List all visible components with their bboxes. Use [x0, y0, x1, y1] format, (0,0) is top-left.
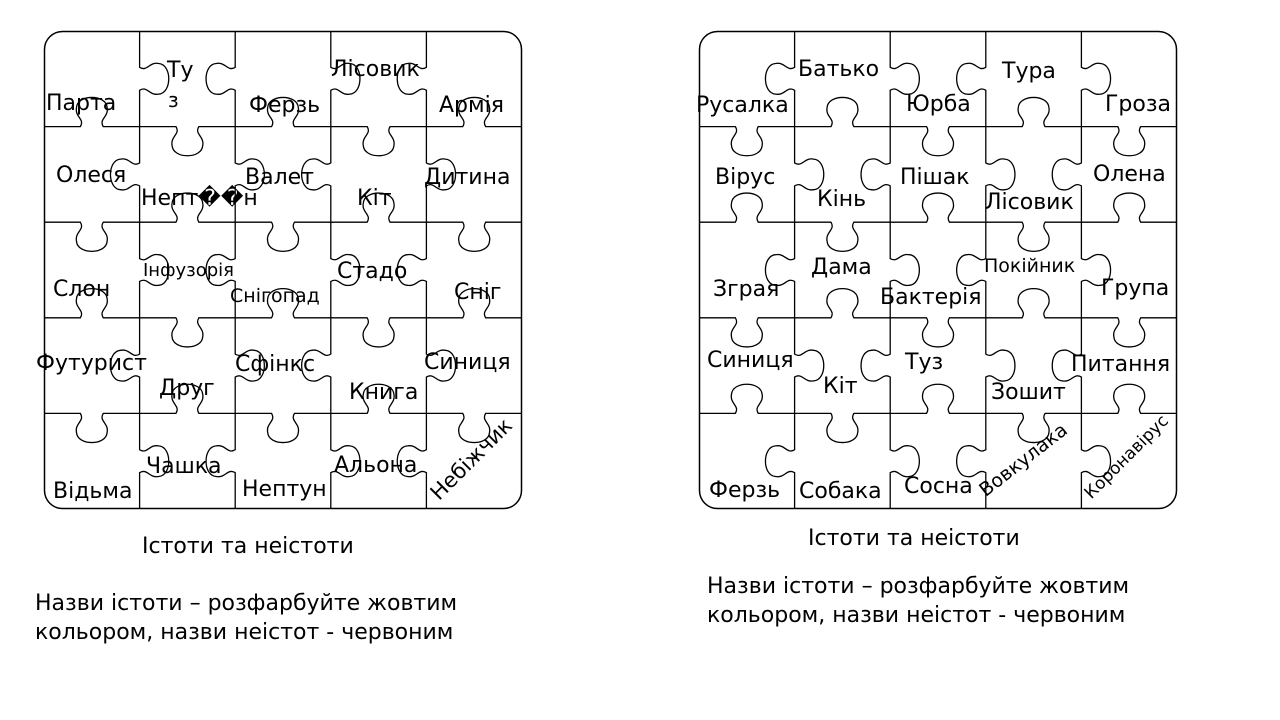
word-tile[interactable]: Парта [46, 91, 117, 116]
word-tile[interactable]: з [168, 88, 179, 112]
word-tile[interactable]: Футурист [36, 351, 147, 376]
word-tile[interactable]: Зошит [991, 380, 1066, 405]
word-tile[interactable]: Кінь [817, 187, 867, 212]
word-tile[interactable]: Чашка [146, 454, 222, 479]
word-tile[interactable]: Друг [159, 376, 215, 401]
word-tile[interactable]: Нептун [242, 477, 327, 502]
word-tile[interactable]: Вірус [715, 165, 776, 190]
right-caption: Істоти та неістоти [808, 526, 1020, 551]
word-tile[interactable]: Ту [167, 58, 194, 83]
right-puzzle: Русалка Батько Юрба Тура Гроза Вірус Кін… [696, 30, 1178, 510]
left-instruction-line-2: кольором, назви неістот - червоним [35, 620, 454, 645]
right-instruction-line-1: Назви істоти – розфарбуйте жовтим [707, 574, 1130, 599]
word-tile[interactable]: Сосна [904, 474, 973, 499]
word-tile[interactable]: Слон [53, 277, 111, 302]
word-tile[interactable]: Собака [799, 479, 882, 504]
word-tile[interactable]: Туз [905, 350, 944, 375]
word-tile[interactable]: Синиця [707, 348, 794, 373]
left-puzzle: Парта Ту з Ферзь Лісовик Армія Олеся Неп… [36, 30, 523, 510]
word-tile[interactable]: Синиця [424, 350, 511, 375]
right-puzzle-grid [698, 30, 1178, 510]
word-tile[interactable]: Олена [1093, 162, 1166, 187]
word-tile[interactable]: Сфінкс [235, 352, 316, 377]
word-tile[interactable]: Бактерія [880, 285, 982, 310]
left-instruction-line-1: Назви істоти – розфарбуйте жовтим [35, 591, 458, 616]
word-tile[interactable]: Юрба [906, 92, 971, 117]
word-tile[interactable]: Ферзь [709, 478, 781, 503]
word-tile[interactable]: Непт��н [141, 186, 258, 211]
word-tile[interactable]: Сніг [454, 280, 502, 305]
left-puzzle-grid [43, 30, 523, 510]
word-tile[interactable]: Пішак [900, 165, 970, 190]
word-tile[interactable]: Стадо [337, 259, 408, 284]
word-tile[interactable]: Лісовик [331, 57, 420, 82]
word-tile[interactable]: Інфузорія [143, 260, 234, 281]
word-tile[interactable]: Снігопад [230, 285, 320, 307]
word-tile[interactable]: Армія [439, 93, 504, 118]
word-tile[interactable]: Ферзь [249, 93, 321, 118]
word-tile[interactable]: Батько [798, 57, 880, 82]
word-tile[interactable]: Зграя [713, 277, 780, 302]
word-tile[interactable]: Відьма [53, 479, 133, 504]
left-caption: Істоти та неістоти [142, 534, 354, 559]
word-tile[interactable]: Група [1101, 276, 1170, 301]
left-instruction: Назви істоти – розфарбуйте жовтим кольор… [35, 589, 457, 647]
word-tile[interactable]: Покійник [984, 255, 1076, 277]
word-tile[interactable]: Кіт [357, 186, 392, 211]
right-instruction-line-2: кольором, назви неістот - червоним [707, 603, 1126, 628]
word-tile[interactable]: Кіт [823, 374, 858, 399]
word-tile[interactable]: Лісовик [985, 190, 1074, 215]
word-tile[interactable]: Книга [349, 380, 419, 405]
word-tile[interactable]: Альона [334, 453, 418, 478]
word-tile[interactable]: Тура [1002, 59, 1056, 84]
word-tile[interactable]: Русалка [696, 93, 789, 118]
word-tile[interactable]: Питання [1071, 352, 1171, 377]
right-instruction: Назви істоти – розфарбуйте жовтим кольор… [707, 572, 1129, 630]
word-tile[interactable]: Гроза [1105, 92, 1172, 117]
word-tile[interactable]: Дама [811, 255, 872, 280]
word-tile[interactable]: Олеся [56, 163, 127, 188]
word-tile[interactable]: Валет [245, 165, 314, 190]
word-tile[interactable]: Дитина [424, 165, 511, 190]
